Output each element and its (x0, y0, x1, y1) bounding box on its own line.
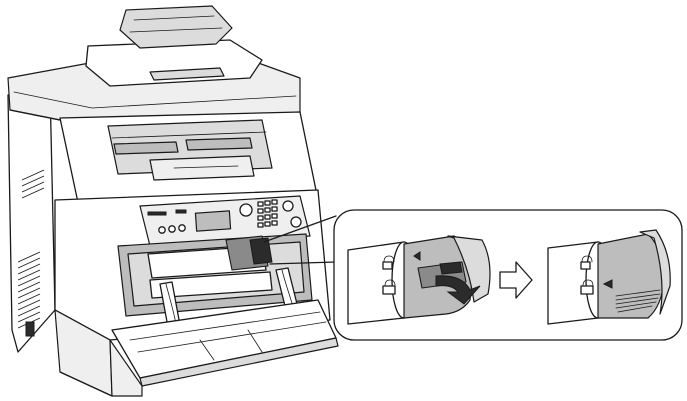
lock-icon-after (580, 279, 594, 295)
alignment-marker-before (413, 251, 421, 261)
step-after (547, 229, 671, 325)
step-before (347, 235, 491, 325)
lcd-display (194, 210, 232, 232)
arrow-right-icon (499, 261, 533, 299)
lock-icon (382, 279, 396, 295)
unlock-icon (382, 255, 395, 270)
side-vent-grille (17, 169, 45, 329)
output-tray-extension (149, 155, 255, 181)
feeder-output-slot (149, 67, 225, 81)
alignment-marker-after (602, 279, 613, 289)
cartridge-in-printer (147, 235, 273, 299)
printer (7, 5, 339, 397)
control-panel-buttons (147, 199, 302, 234)
cap-grip-ribs (615, 289, 661, 313)
callout-line (263, 215, 337, 243)
detail-callout (333, 209, 683, 341)
power-socket (25, 321, 35, 337)
curved-arrow-down-icon (435, 275, 481, 305)
printer-left-side (7, 87, 56, 353)
unlock-icon-after (580, 255, 593, 270)
feeder-input-tray (119, 5, 233, 49)
